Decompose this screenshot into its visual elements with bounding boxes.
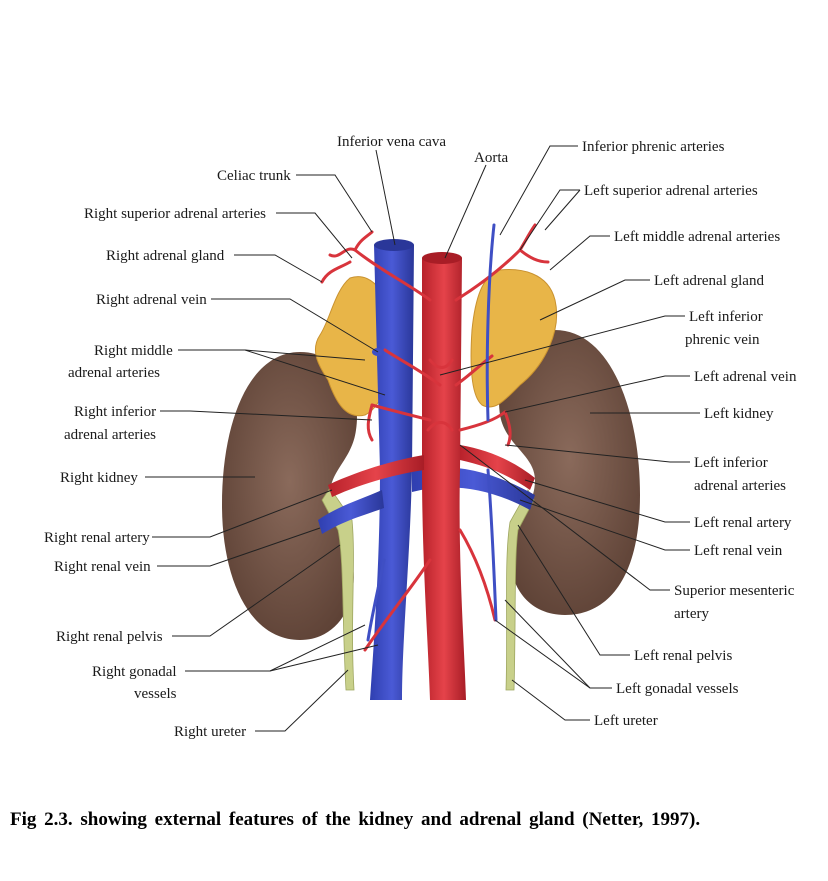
label-left-gonadal-vessels: Left gonadal vessels: [616, 681, 739, 697]
label-left-inferior-phrenic-vein-2: phrenic vein: [685, 332, 760, 348]
right-renal-vein-shape: [318, 490, 384, 534]
label-celiac-trunk: Celiac trunk: [217, 168, 291, 184]
label-right-renal-vein: Right renal vein: [54, 559, 151, 575]
label-left-inferior-adrenal-arteries-1: Left inferior: [694, 455, 768, 471]
figure-caption: Fig 2.3. showing external features of th…: [10, 809, 701, 830]
label-left-adrenal-vein: Left adrenal vein: [694, 369, 797, 385]
label-right-inferior-adrenal-arteries-1: Right inferior: [74, 404, 156, 420]
gonadal-vessels: [363, 223, 498, 652]
left-ureter-shape: [505, 489, 535, 691]
left-adrenal-gland-shape: [470, 269, 558, 408]
label-right-superior-adrenal-arteries: Right superior adrenal arteries: [84, 206, 266, 222]
label-left-inferior-adrenal-arteries-2: adrenal arteries: [694, 478, 786, 494]
left-kidney-shape: [498, 330, 640, 615]
label-left-renal-pelvis: Left renal pelvis: [634, 648, 732, 664]
right-ureter-shape: [321, 487, 355, 691]
label-left-kidney: Left kidney: [704, 406, 774, 422]
label-aorta: Aorta: [474, 150, 508, 166]
leader-lines: [145, 145, 700, 732]
label-left-middle-adrenal-arteries: Left middle adrenal arteries: [614, 229, 780, 245]
label-right-gonadal-vessels-1: Right gonadal: [92, 664, 177, 680]
label-right-kidney: Right kidney: [60, 470, 138, 486]
label-left-superior-adrenal-arteries: Left superior adrenal arteries: [584, 183, 758, 199]
label-left-inferior-phrenic-vein-1: Left inferior: [689, 309, 763, 325]
diagram-labels: Inferior vena cava Aorta Celiac trunk Ri…: [44, 134, 797, 740]
label-right-middle-adrenal-arteries-2: adrenal arteries: [68, 365, 160, 381]
label-inferior-phrenic-arteries: Inferior phrenic arteries: [582, 139, 725, 155]
label-right-gonadal-vessels-2: vessels: [134, 686, 177, 702]
right-renal-artery-shape: [328, 455, 424, 497]
label-right-adrenal-vein: Right adrenal vein: [96, 292, 207, 308]
label-inferior-vena-cava: Inferior vena cava: [337, 134, 446, 150]
label-superior-mesenteric-artery-2: artery: [674, 606, 709, 622]
right-kidney-shape: [222, 352, 357, 640]
label-left-ureter: Left ureter: [594, 713, 658, 729]
aorta-shape: [422, 258, 466, 700]
label-left-renal-artery: Left renal artery: [694, 515, 792, 531]
label-right-middle-adrenal-arteries-1: Right middle: [94, 343, 173, 359]
label-left-renal-vein: Left renal vein: [694, 543, 783, 559]
label-right-inferior-adrenal-arteries-2: adrenal arteries: [64, 427, 156, 443]
label-left-adrenal-gland: Left adrenal gland: [654, 273, 764, 289]
label-right-renal-artery: Right renal artery: [44, 530, 150, 546]
label-right-adrenal-gland: Right adrenal gland: [106, 248, 225, 264]
label-right-ureter: Right ureter: [174, 724, 246, 740]
left-renal-artery-shape: [460, 445, 535, 490]
label-right-renal-pelvis: Right renal pelvis: [56, 629, 163, 645]
label-superior-mesenteric-artery-1: Superior mesenteric: [674, 583, 795, 599]
